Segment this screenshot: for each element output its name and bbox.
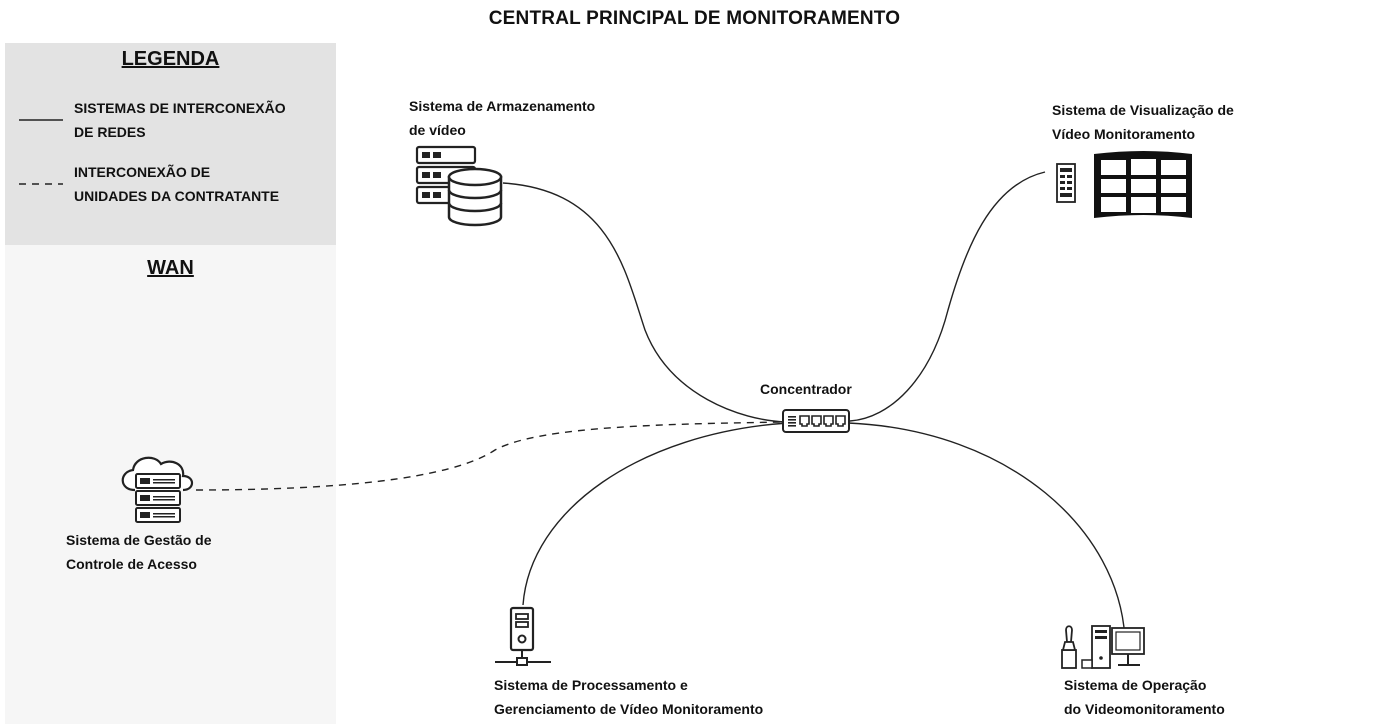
operation-label: Sistema de Operação do Videomonitorament… (1064, 677, 1225, 717)
link-operation (847, 422, 1126, 641)
diagram-title: CENTRAL PRINCIPAL DE MONITORAMENTO (488, 8, 901, 29)
network-switch-icon (782, 409, 850, 433)
concentrator-label: Concentrador (760, 381, 852, 397)
link-access-control (195, 421, 783, 491)
visualization-label: Sistema de Visualização de Vídeo Monitor… (1052, 102, 1234, 142)
legend-item-solid: SISTEMAS DE INTERCONEXÃO DE REDES (19, 96, 329, 146)
network-tower-pc-icon (495, 606, 551, 666)
link-processing (522, 422, 789, 606)
processing-label: Sistema de Processamento e Gerenciamento… (494, 677, 764, 717)
link-visualization (849, 171, 1046, 422)
storage-label: Sistema de Armazenamento de vídeo (409, 98, 596, 138)
video-wall-icon (1056, 151, 1192, 218)
wan-title: WAN (147, 257, 194, 279)
legend: LEGENDA SISTEMAS DE INTERCONEXÃO DE REDE… (5, 43, 336, 245)
link-storage (502, 182, 786, 423)
solid-line-sample (19, 119, 63, 121)
server-database-icon (415, 145, 503, 227)
cloud-server-icon (121, 456, 194, 523)
legend-item-dashed: INTERCONEXÃO DE UNIDADES DA CONTRATANTE (19, 160, 329, 210)
legend-item-text: SISTEMAS DE INTERCONEXÃO DE REDES (74, 100, 286, 140)
legend-item-text: INTERCONEXÃO DE UNIDADES DA CONTRATANTE (74, 164, 280, 204)
access-control-label: Sistema de Gestão de Controle de Acesso (66, 532, 212, 572)
legend-title: LEGENDA (121, 48, 220, 70)
workstation-joystick-icon (1061, 625, 1145, 669)
